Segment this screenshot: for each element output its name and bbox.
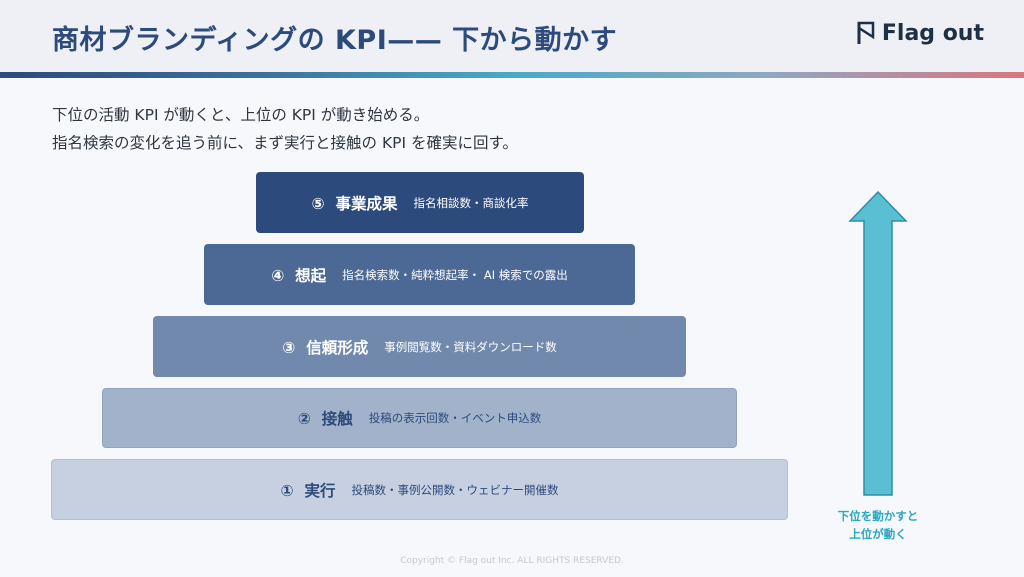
tier-name: 信頼形成 (306, 338, 369, 357)
arrow-caption-line-2: 上位が動く (849, 527, 907, 541)
tier-level: ① (280, 481, 294, 500)
tier-name: 実行 (304, 481, 336, 500)
tier-level: ② (297, 410, 311, 428)
tier-kpis: 指名相談数・商談化率 (413, 195, 529, 210)
tier-name: 事業成果 (335, 194, 398, 213)
flag-icon (857, 21, 875, 44)
tier-kpis: 指名検索数・純粋想起率・ AI 検索での露出 (342, 267, 568, 282)
header: 商材ブランディングの KPI—— 下から動かす Flag out (0, 0, 1024, 72)
tier-kpis: 投稿数・事例公開数・ウェビナー開催数 (351, 482, 559, 497)
tier-level: ④ (271, 266, 285, 285)
pyramid-tier-1: ① 実行 投稿数・事例公開数・ウェビナー開催数 (51, 459, 788, 520)
pyramid-tier-3: ③ 信頼形成 事例閲覧数・資料ダウンロード数 (153, 316, 686, 377)
tier-kpis: 事例閲覧数・資料ダウンロード数 (384, 339, 557, 354)
page-title: 商材ブランディングの KPI—— 下から動かす (52, 25, 618, 56)
header-gradient-bar (0, 72, 1024, 78)
intro-line-2: 指名検索の変化を追う前に、まず実行と接触の KPI を確実に回す。 (52, 134, 518, 152)
tier-level: ⑤ (311, 194, 325, 213)
tier-name: 接触 (321, 410, 353, 428)
tier-level: ③ (282, 338, 296, 357)
pyramid-tier-4: ④ 想起 指名検索数・純粋想起率・ AI 検索での露出 (204, 244, 635, 305)
copyright: Copyright © Flag out Inc. ALL RIGHTS RES… (400, 556, 624, 566)
arrow-caption-line-1: 下位を動かすと (837, 509, 919, 523)
tier-name: 想起 (295, 266, 327, 285)
intro-text: 下位の活動 KPI が動くと、上位の KPI が動き始める。 指名検索の変化を追… (52, 101, 518, 157)
arrow-caption: 下位を動かすと 上位が動く (836, 507, 920, 543)
tier-kpis: 投稿の表示回数・イベント申込数 (368, 411, 542, 425)
pyramid-tier-5: ⑤ 事業成果 指名相談数・商談化率 (256, 172, 584, 233)
pyramid-tier-2: ② 接触 投稿の表示回数・イベント申込数 (102, 388, 737, 448)
up-arrow-icon (848, 191, 908, 496)
logo: Flag out (856, 20, 984, 46)
intro-line-1: 下位の活動 KPI が動くと、上位の KPI が動き始める。 (52, 106, 430, 124)
logo-text: Flag out (881, 20, 984, 46)
